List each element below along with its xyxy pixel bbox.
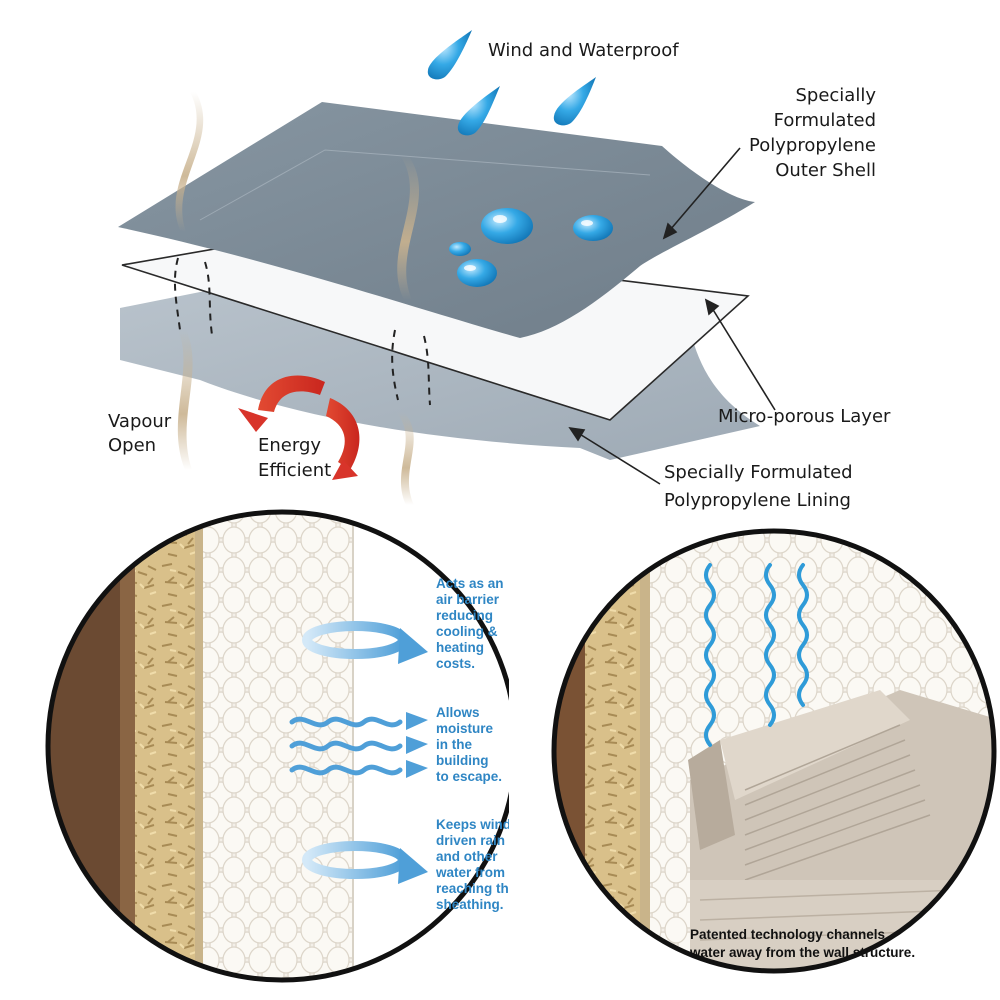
vapour-passage-lines bbox=[173, 257, 431, 406]
energy-efficient-arrow-icon bbox=[238, 375, 360, 480]
water-beads bbox=[449, 208, 613, 287]
svg-text:in the: in the bbox=[436, 737, 472, 752]
svg-text:driven rain: driven rain bbox=[436, 833, 505, 848]
svg-text:Patented technology channels: Patented technology channels bbox=[690, 927, 885, 942]
svg-text:reducing: reducing bbox=[436, 608, 493, 623]
air-barrier-callout: Acts as an air barrier reducing cooling … bbox=[436, 576, 504, 671]
svg-text:to escape.: to escape. bbox=[436, 769, 502, 784]
svg-text:Allows: Allows bbox=[436, 705, 480, 720]
vapour-open-label: Vapour Open bbox=[108, 411, 172, 456]
lining-label: Specially Formulated Polypropylene Linin… bbox=[664, 462, 853, 511]
svg-text:Efficient: Efficient bbox=[258, 460, 331, 481]
rain-barrier-arrow-icon bbox=[302, 841, 428, 884]
rain-callout: Keeps wind driven rain and other water f… bbox=[435, 817, 517, 912]
svg-text:air barrier: air barrier bbox=[436, 592, 500, 607]
micro-porous-label: Micro-porous Layer bbox=[718, 406, 891, 427]
svg-text:Polypropylene: Polypropylene bbox=[749, 135, 876, 156]
vapour-plumes bbox=[175, 92, 420, 505]
moisture-arrowheads bbox=[406, 712, 428, 778]
svg-text:sheathing.: sheathing. bbox=[436, 897, 504, 912]
svg-text:costs.: costs. bbox=[436, 656, 475, 671]
rain-drop-icons bbox=[427, 30, 596, 136]
svg-text:Specially Formulated: Specially Formulated bbox=[664, 462, 853, 483]
outer-shell-label: Specially Formulated Polypropylene Outer… bbox=[749, 85, 876, 181]
svg-text:moisture: moisture bbox=[436, 721, 494, 736]
svg-text:Vapour: Vapour bbox=[108, 411, 172, 432]
moisture-wave-arrows-icon bbox=[289, 716, 403, 776]
svg-text:water from: water from bbox=[435, 865, 505, 880]
svg-text:Energy: Energy bbox=[258, 435, 321, 456]
svg-text:Polypropylene Lining: Polypropylene Lining bbox=[664, 490, 851, 511]
svg-text:Specially: Specially bbox=[795, 85, 876, 106]
svg-text:Keeps wind: Keeps wind bbox=[436, 817, 511, 832]
svg-text:cooling &: cooling & bbox=[436, 624, 498, 639]
svg-text:building: building bbox=[436, 753, 488, 768]
wall-section-right-circle bbox=[551, 528, 997, 974]
svg-text:Acts as an: Acts as an bbox=[436, 576, 504, 591]
svg-text:heating: heating bbox=[436, 640, 484, 655]
patented-technology-caption: Patented technology channels water away … bbox=[689, 927, 915, 960]
membrane-layers bbox=[118, 30, 760, 505]
water-channel-lines-icon bbox=[704, 563, 809, 747]
svg-text:Formulated: Formulated bbox=[774, 110, 876, 131]
air-barrier-arrow-icon bbox=[302, 621, 428, 664]
moisture-callout: Allows moisture in the building to escap… bbox=[436, 705, 502, 784]
svg-text:reaching the: reaching the bbox=[436, 881, 517, 896]
energy-efficient-label: Energy Efficient bbox=[258, 435, 331, 481]
leader-lines bbox=[568, 147, 776, 485]
svg-text:and other: and other bbox=[436, 849, 498, 864]
svg-text:water away from the wall struc: water away from the wall structure. bbox=[689, 945, 915, 960]
wall-section-left-circle bbox=[45, 509, 519, 983]
svg-text:Open: Open bbox=[108, 435, 156, 456]
outer-shell-layer bbox=[118, 102, 755, 338]
wind-waterproof-label: Wind and Waterproof bbox=[488, 40, 679, 61]
svg-text:Outer Shell: Outer Shell bbox=[775, 160, 876, 181]
